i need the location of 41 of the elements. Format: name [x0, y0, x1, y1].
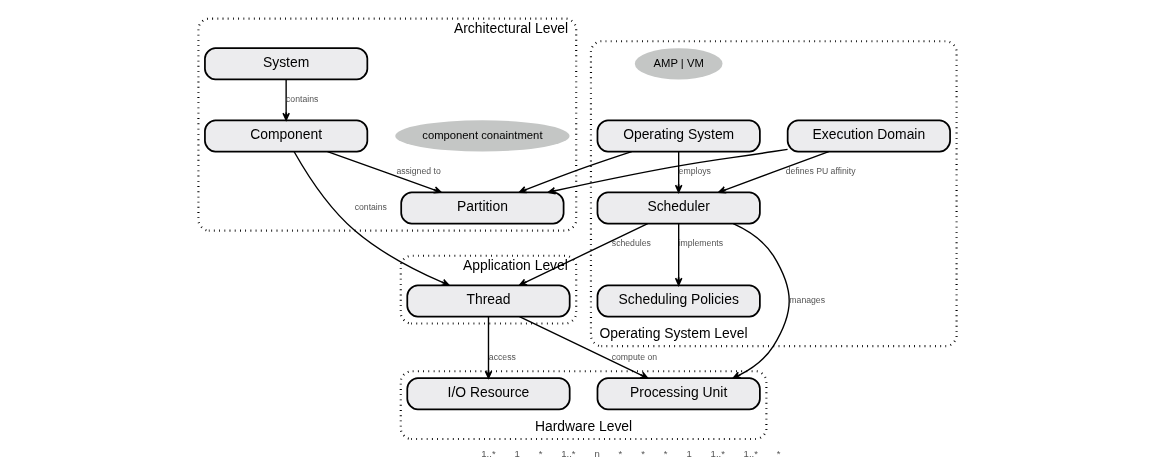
edge-label: defines PU affinity [785, 166, 856, 177]
edge-label: schedules [611, 238, 651, 249]
node-box: System [203, 47, 368, 81]
arrow [281, 78, 290, 121]
arrow [674, 151, 682, 193]
node-box: Partition [399, 191, 564, 225]
edge-label: compute on [611, 351, 657, 362]
label: 1..* [480, 448, 496, 460]
arrow [292, 151, 450, 287]
edge-label: implements [678, 238, 723, 249]
arrow [326, 150, 442, 194]
node-box: Component [203, 119, 368, 153]
label: * [640, 448, 645, 460]
node-box: I/O Resource [405, 377, 571, 411]
node-ellipse: component conaintment [394, 120, 570, 152]
label: 1..* [743, 448, 758, 460]
edge-label: access [488, 351, 516, 362]
node-ellipse: AMP | VM [634, 48, 723, 80]
arrow [674, 223, 682, 286]
label: * [538, 448, 542, 460]
label: 1 [513, 448, 520, 460]
arrow [518, 315, 648, 379]
arrow [518, 150, 632, 194]
label: 1 [685, 448, 692, 460]
label: n [593, 448, 600, 460]
node-box: Scheduling Policies [596, 284, 761, 318]
edge-label: employs [678, 166, 711, 177]
node-box: Operating System [596, 119, 761, 153]
label: 1..* [560, 448, 576, 460]
node-box: Processing Unit [596, 377, 761, 411]
arrow [732, 223, 790, 379]
arrow [518, 223, 648, 286]
edge-label: contains [354, 202, 387, 213]
edge-label: assigned to [395, 166, 441, 177]
node-box: Scheduler [596, 191, 761, 225]
label: * [776, 448, 780, 460]
label: * [663, 448, 668, 460]
label: * [618, 448, 622, 460]
label: 1..* [710, 448, 725, 460]
node-box: Execution Domain [786, 119, 951, 153]
node-box: Thread [405, 284, 571, 318]
